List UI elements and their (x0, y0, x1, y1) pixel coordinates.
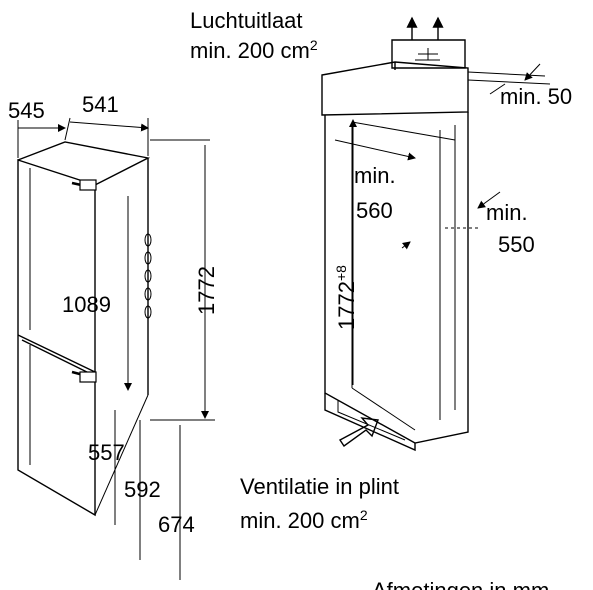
niche-depth-550: 550 (498, 232, 535, 257)
dim-width-541: 541 (82, 92, 119, 117)
dim-depth-545: 545 (8, 98, 45, 123)
dim-592: 592 (124, 477, 161, 502)
gap-min-50: min. 50 (500, 84, 572, 109)
plinth-title: Ventilatie in plint (240, 474, 399, 499)
niche-drawing (321, 16, 551, 452)
dim-674: 674 (158, 512, 195, 537)
plinth-min: min. 200 cm2 (240, 507, 368, 533)
appliance-drawing (17, 117, 215, 580)
dim-height-1772: 1772 (194, 266, 219, 315)
niche-height: 1772+8 (333, 265, 359, 330)
niche-depth-min: min. (486, 200, 528, 225)
outlet-min: min. 200 cm2 (190, 37, 318, 63)
niche-width-560: 560 (356, 198, 393, 223)
dim-door-1089: 1089 (62, 292, 111, 317)
niche-width-min: min. (354, 163, 396, 188)
dim-557: 557 (88, 440, 125, 465)
outlet-title: Luchtuitlaat (190, 8, 303, 33)
hinge-dots (144, 233, 152, 319)
footer-note: Afmetingen in mm (372, 578, 549, 590)
